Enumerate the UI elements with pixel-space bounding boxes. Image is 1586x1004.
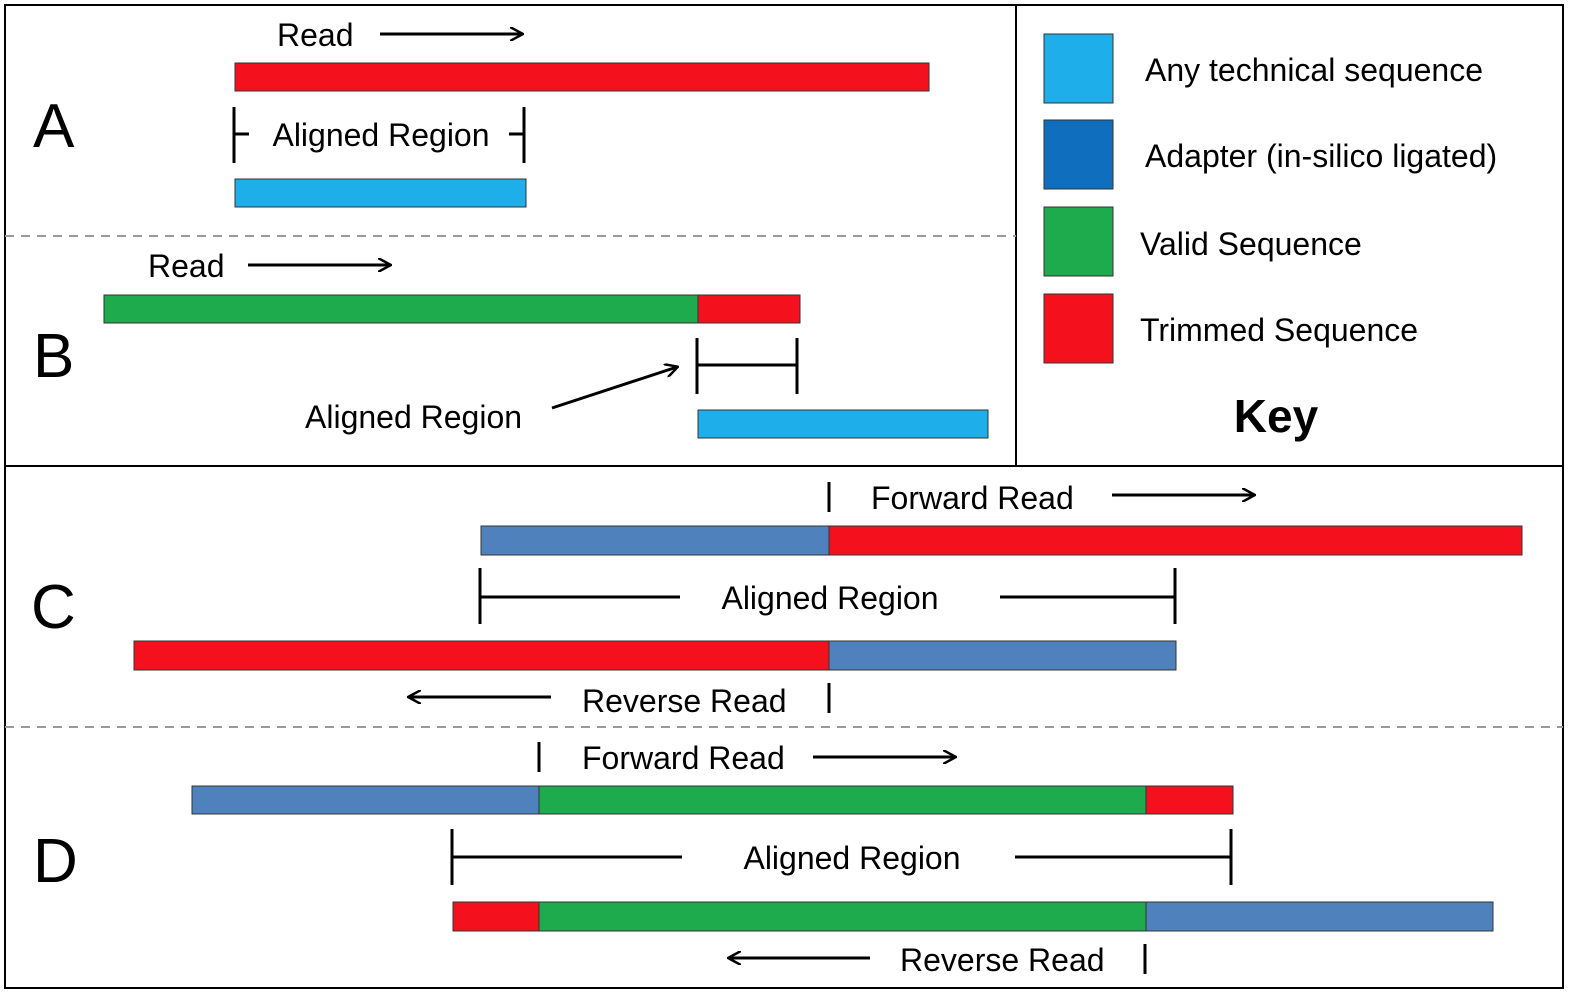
key-swatch-adapter	[1043, 119, 1114, 190]
reverse-bar-c-trimmed	[133, 640, 830, 671]
panel-letter-d: D	[33, 827, 78, 896]
technical-bar-b	[697, 409, 989, 439]
panel-a: A Read Aligned Region	[33, 17, 930, 208]
read-label-b: Read	[148, 248, 225, 284]
key-label-technical: Any technical sequence	[1145, 52, 1483, 88]
panel-letter-c: C	[31, 573, 76, 642]
panel-letter-b: B	[33, 322, 74, 391]
key-swatch-technical	[1043, 33, 1114, 104]
aligned-bracket-b	[695, 338, 799, 394]
panel-c: C Forward Read Aligned Region Reverse Re…	[31, 480, 1523, 719]
forward-bar-d-valid	[538, 785, 1147, 815]
aligned-label-d: Aligned Region	[743, 840, 960, 876]
forward-bar-c-adapter	[480, 525, 830, 556]
outer-border	[4, 4, 1564, 989]
read-bar-a-trimmed	[234, 62, 930, 92]
reverse-bar-d-adapter	[1145, 901, 1494, 932]
panel-d: D Forward Read Aligned Region Reverse Re…	[33, 740, 1494, 978]
technical-bar-a	[234, 178, 527, 208]
forward-bar-c-trimmed	[828, 525, 1523, 556]
aligned-bracket-a	[232, 107, 526, 163]
aligned-label-a: Aligned Region	[272, 117, 489, 153]
reverse-label-c: Reverse Read	[582, 683, 787, 719]
forward-label-d: Forward Read	[582, 740, 785, 776]
key-swatch-valid	[1043, 206, 1114, 277]
key-label-trimmed: Trimmed Sequence	[1140, 312, 1418, 348]
read-label-a: Read	[277, 17, 354, 53]
forward-label-c: Forward Read	[871, 480, 1074, 516]
key-title: Key	[1234, 390, 1319, 442]
aligned-bracket-c	[478, 568, 1177, 624]
panel-frame	[4, 4, 1564, 989]
aligned-label-c: Aligned Region	[721, 580, 938, 616]
aligned-pointer-b	[551, 367, 677, 410]
panel-b: B Read Aligned Region	[33, 248, 989, 439]
key-label-adapter: Adapter (in-silico ligated)	[1145, 138, 1497, 174]
panel-letter-a: A	[33, 92, 75, 161]
forward-bar-d-trimmed	[1145, 785, 1234, 815]
reverse-bar-d-trimmed	[452, 901, 540, 932]
key-legend: Any technical sequence Adapter (in-silic…	[1043, 33, 1497, 442]
reverse-label-d: Reverse Read	[900, 942, 1105, 978]
read-bar-b-valid	[103, 294, 699, 324]
read-bar-b-trimmed	[697, 294, 801, 324]
reverse-bar-d-valid	[538, 901, 1147, 932]
forward-bar-d-adapter	[191, 785, 540, 815]
aligned-label-b: Aligned Region	[305, 399, 522, 435]
key-swatch-trimmed	[1043, 293, 1114, 364]
reverse-bar-c-adapter	[828, 640, 1177, 671]
key-label-valid: Valid Sequence	[1140, 226, 1362, 262]
aligned-bracket-d	[450, 829, 1233, 885]
